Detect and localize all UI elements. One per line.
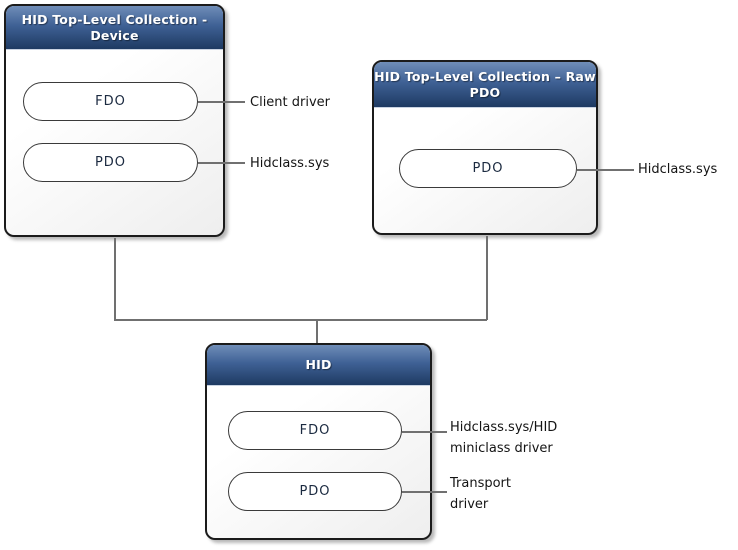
box-hid-tlc-raw-pdo: HID Top-Level Collection – Raw PDO PDO [372,60,598,235]
pill-device-fdo: FDO [23,82,198,121]
box-title-line: HID Top-Level Collection – Raw [374,68,596,84]
connector-rawpdo-down [486,236,488,320]
connector-hid-up [316,320,318,343]
annotation-hidclass-miniclass-driver: Hidclass.sys/HID miniclass driver [450,417,557,459]
connector-device-down [114,238,116,320]
pill-device-pdo: PDO [23,143,198,182]
box-hid-title: HID [207,345,430,386]
box-hid-tlc-device: HID Top-Level Collection - Device FDO PD… [4,4,225,237]
leader-rawpdo-pdo [577,169,634,171]
box-hid-tlc-device-title: HID Top-Level Collection - Device [6,6,223,50]
annotation-text: Hidclass.sys [638,162,718,177]
annotation-text: Hidclass.sys/HID [450,420,558,435]
annotation-hidclass-rawpdo: Hidclass.sys [638,161,717,178]
leader-device-fdo [198,101,245,103]
leader-hid-fdo [402,431,447,433]
leader-hid-pdo [402,491,447,493]
leader-device-pdo [198,162,245,164]
connector-horizontal-bus [114,319,487,321]
box-hid: HID FDO PDO [205,343,432,540]
pill-rawpdo-pdo: PDO [399,149,577,188]
annotation-hidclass-device: Hidclass.sys [250,155,329,172]
annotation-text: Transport [450,476,512,491]
box-title-line: Device [90,27,139,43]
annotation-text: driver [450,497,489,512]
box-title-line: PDO [469,84,501,100]
annotation-text: Client driver [250,95,331,110]
pill-hid-pdo: PDO [228,472,402,511]
annotation-client-driver: Client driver [250,94,330,111]
box-title-line: HID Top-Level Collection - [21,11,208,27]
box-hid-tlc-raw-pdo-title: HID Top-Level Collection – Raw PDO [374,62,596,108]
annotation-text: miniclass driver [450,441,553,456]
pill-hid-fdo: FDO [228,411,402,450]
box-title-line: HID [305,357,332,372]
annotation-transport-driver: Transport driver [450,473,511,515]
annotation-text: Hidclass.sys [250,156,330,171]
